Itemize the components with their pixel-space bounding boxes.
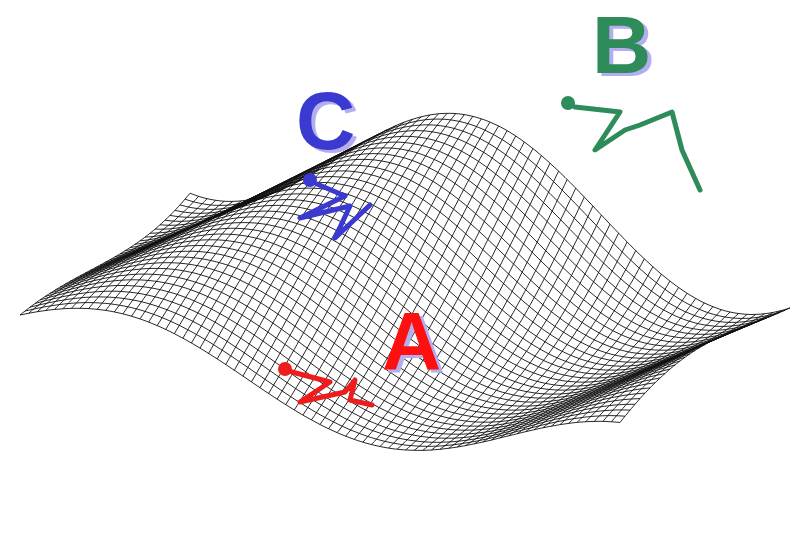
mesh-line	[320, 122, 490, 424]
wire-mesh	[20, 113, 790, 450]
mesh-line	[371, 156, 541, 445]
mesh-line	[165, 142, 765, 334]
mesh-line	[155, 154, 755, 343]
mesh-line	[483, 267, 653, 442]
mesh-line	[29, 196, 199, 313]
mesh-line	[65, 257, 665, 414]
mesh-line	[560, 312, 730, 425]
mesh-line	[551, 310, 721, 426]
mesh-line	[123, 185, 293, 314]
mesh-line	[37, 199, 207, 312]
mesh-line	[457, 242, 627, 447]
mesh-line	[380, 163, 550, 446]
mesh-line	[174, 154, 344, 333]
mesh-line	[105, 211, 705, 382]
mesh-line	[106, 192, 276, 310]
mesh-line	[603, 313, 773, 422]
mesh-line	[363, 149, 533, 443]
mesh-line	[191, 144, 361, 343]
mesh-line	[160, 148, 760, 338]
mesh-line	[80, 200, 250, 309]
mesh-line	[140, 175, 310, 319]
mesh-line	[491, 274, 661, 440]
mesh-line	[577, 314, 747, 422]
mesh-line	[337, 131, 507, 433]
figure-letter: A	[382, 300, 441, 382]
mesh-line	[354, 142, 524, 439]
mesh-line	[97, 195, 267, 309]
mesh-line	[30, 297, 630, 442]
mesh-line	[611, 311, 781, 422]
mesh-line	[166, 160, 336, 330]
mesh-line	[190, 113, 790, 314]
mesh-line	[180, 125, 780, 323]
mesh-line	[200, 139, 370, 348]
figure-letter: C	[296, 80, 355, 162]
mesh-line	[543, 307, 713, 428]
mesh-line	[183, 149, 353, 338]
mesh-line	[209, 134, 379, 353]
mesh-line	[311, 119, 481, 420]
mesh-line	[346, 136, 516, 436]
mesh-line	[620, 308, 790, 423]
figure-letter: B	[592, 4, 651, 86]
mesh-line	[526, 299, 696, 432]
mesh-line	[20, 193, 190, 315]
mesh-line	[217, 130, 387, 359]
mesh-line	[534, 303, 704, 430]
